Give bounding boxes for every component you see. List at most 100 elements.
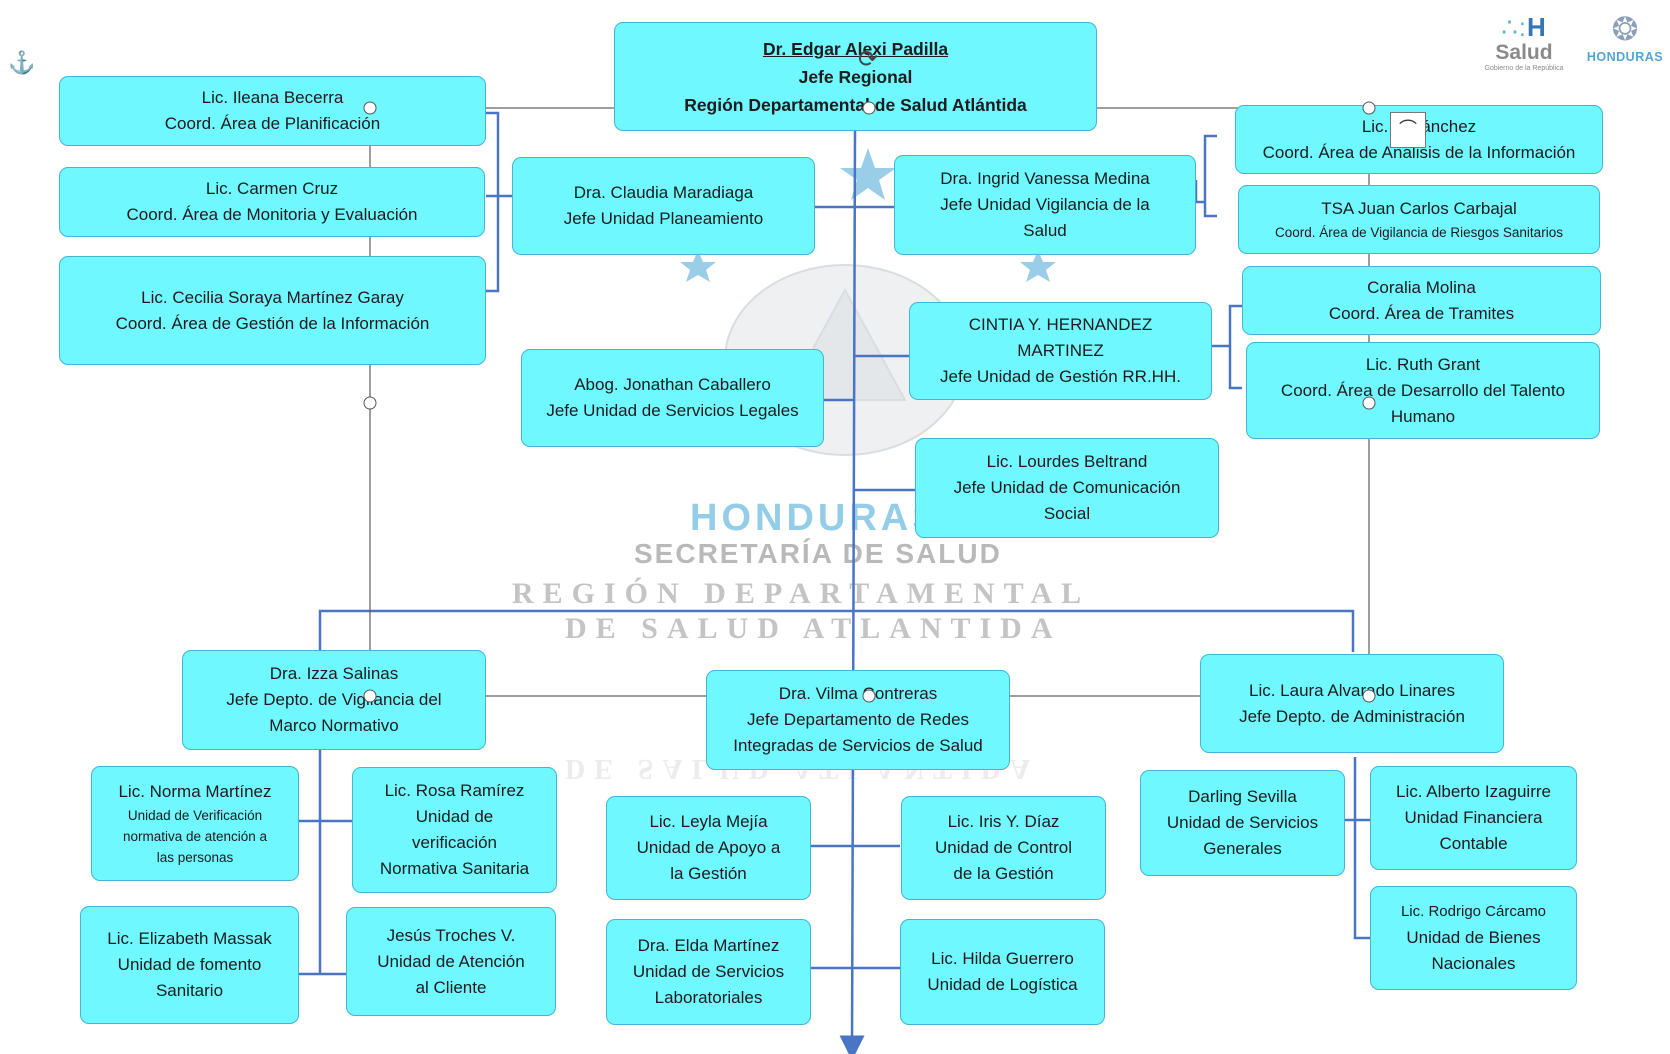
resize-handle-right[interactable] bbox=[1362, 396, 1376, 410]
elda-box[interactable]: Dra. Elda Martínez Unidad de Servicios L… bbox=[606, 919, 811, 1025]
riesgos-role: Coord. Área de Vigilancia de Riesgos San… bbox=[1275, 225, 1563, 240]
monitoria-name: Lic. Carmen Cruz bbox=[205, 179, 339, 198]
watermark-line1: HONDURAS bbox=[690, 497, 942, 539]
riesgos-box[interactable]: TSA Juan Carlos Carbajal Coord. Área de … bbox=[1238, 185, 1600, 254]
jesus-box[interactable]: Jesús Troches V. Unidad de Atención al C… bbox=[346, 907, 556, 1016]
rosa-name: Lic. Rosa Ramírez bbox=[384, 781, 525, 800]
alberto-name: Lic. Alberto Izaguirre bbox=[1396, 782, 1551, 801]
jesus-role2: al Cliente bbox=[415, 977, 487, 997]
hilda-name: Lic. Hilda Guerrero bbox=[931, 949, 1074, 968]
monitoria-box[interactable]: Lic. Carmen Cruz Coord. Área de Monitori… bbox=[59, 167, 485, 237]
marco-role: Jefe Depto. de Vigilancia del bbox=[226, 690, 442, 709]
planeamiento-bracket bbox=[486, 111, 513, 293]
administracion-role: Jefe Depto. de Administración bbox=[1239, 706, 1465, 726]
talento-name: Lic. Ruth Grant bbox=[1365, 354, 1481, 374]
redes-role2: Integradas de Servicios de Salud bbox=[733, 736, 983, 755]
planeamiento-box[interactable]: Dra. Claudia Maradiaga Jefe Unidad Plane… bbox=[512, 157, 815, 255]
director-box[interactable]: Dr. Edgar Alexi Padilla Jefe Regional Re… bbox=[614, 22, 1097, 131]
planeamiento-role: Jefe Unidad Planeamiento bbox=[563, 209, 764, 228]
rosa-role: Unidad de bbox=[415, 807, 494, 826]
monitoria-role: Coord. Área de Monitoria y Evaluación bbox=[126, 205, 418, 224]
leyla-role: Unidad de Apoyo a bbox=[636, 838, 781, 857]
main-trunk-line bbox=[839, 129, 865, 1054]
tramites-name: Coralia Molina bbox=[1367, 277, 1476, 297]
resize-handle-bottom-right[interactable] bbox=[1362, 689, 1376, 703]
rosa-box[interactable]: Lic. Rosa Ramírez Unidad de verificación… bbox=[352, 767, 557, 893]
gestion-info-name: Lic. Cecilia Soraya Martínez Garay bbox=[141, 287, 404, 307]
redes-branch bbox=[811, 844, 900, 970]
norma-role2: normativa de atención a bbox=[122, 829, 268, 844]
talento-box[interactable]: Lic. Ruth Grant Coord. Área de Desarroll… bbox=[1246, 342, 1600, 439]
norma-role3: las personas bbox=[156, 850, 234, 865]
administracion-box[interactable]: Lic. Laura Alvarado Linares Jefe Depto. … bbox=[1200, 654, 1504, 753]
elizabeth-name: Lic. Elizabeth Massak bbox=[107, 929, 272, 948]
darling-role2: Generales bbox=[1203, 839, 1282, 858]
watermark-line3: REGIÓN DEPARTAMENTAL bbox=[512, 577, 1090, 610]
rrhh-name2: MARTINEZ bbox=[1017, 341, 1104, 360]
anchor-icon[interactable]: ⚓ bbox=[8, 50, 36, 75]
leyla-box[interactable]: Lic. Leyla Mejía Unidad de Apoyo a la Ge… bbox=[606, 796, 811, 900]
elda-name: Dra. Elda Martínez bbox=[637, 936, 780, 955]
rosa-role2: verificación bbox=[411, 833, 498, 852]
legales-name: Abog. Jonathan Caballero bbox=[574, 375, 771, 394]
alberto-role: Unidad Financiera bbox=[1404, 808, 1543, 827]
rrhh-role: Jefe Unidad de Gestión RR.HH. bbox=[940, 367, 1181, 386]
legales-role: Jefe Unidad de Servicios Legales bbox=[546, 401, 799, 420]
marco-role2: Marco Normativo bbox=[269, 716, 399, 735]
marco-branch bbox=[298, 750, 352, 976]
vigilancia-name: Dra. Ingrid Vanessa Medina bbox=[940, 169, 1150, 188]
gestion-info-role: Coord. Área de Gestión de la Información bbox=[115, 313, 430, 333]
resize-handle-bottom[interactable] bbox=[862, 689, 876, 703]
watermark-line4: DE SALUD ATLANTIDA bbox=[565, 612, 1062, 645]
vigilancia-box[interactable]: Dra. Ingrid Vanessa Medina Jefe Unidad V… bbox=[894, 155, 1196, 255]
jesus-role: Unidad de Atención bbox=[377, 951, 525, 971]
rodrigo-name: Lic. Rodrigo Cárcamo bbox=[1400, 903, 1547, 920]
comunicacion-box[interactable]: Lic. Lourdes Beltrand Jefe Unidad de Com… bbox=[915, 438, 1219, 538]
analisis-role: Coord. Área de Análisis de la Informació… bbox=[1262, 142, 1576, 162]
resize-handle-top[interactable] bbox=[862, 101, 876, 115]
talento-role: Coord. Área de Desarrollo del Talento bbox=[1280, 380, 1566, 400]
iris-role: Unidad de Control bbox=[934, 838, 1073, 857]
rodrigo-box[interactable]: Lic. Rodrigo Cárcamo Unidad de Bienes Na… bbox=[1370, 886, 1577, 990]
rodrigo-role2: Nacionales bbox=[1431, 954, 1516, 973]
vigilancia-role2: Salud bbox=[1023, 221, 1067, 240]
elizabeth-box[interactable]: Lic. Elizabeth Massak Unidad de fomento … bbox=[80, 906, 299, 1024]
iris-name: Lic. Iris Y. Díaz bbox=[947, 812, 1060, 831]
resize-handle-top-left[interactable] bbox=[363, 101, 377, 115]
darling-box[interactable]: Darling Sevilla Unidad de Servicios Gene… bbox=[1140, 770, 1345, 876]
director-area: Región Departamental de Salud Atlántida bbox=[684, 94, 1027, 115]
resize-handle-bottom-left[interactable] bbox=[363, 689, 377, 703]
resize-handle-left[interactable] bbox=[363, 396, 377, 410]
rrhh-name: CINTIA Y. HERNANDEZ bbox=[968, 315, 1153, 334]
resize-handle-top-right[interactable] bbox=[1362, 101, 1376, 115]
watermark-line2: SECRETARÍA DE SALUD bbox=[634, 538, 1002, 569]
redes-box[interactable]: Dra. Vilma Contreras Jefe Departamento d… bbox=[706, 670, 1010, 770]
administracion-branch bbox=[1345, 757, 1371, 940]
layout-options-icon[interactable]: ⌒ bbox=[1390, 112, 1426, 148]
vigilancia-role: Jefe Unidad Vigilancia de la bbox=[940, 195, 1150, 214]
leyla-name: Lic. Leyla Mejía bbox=[649, 812, 768, 831]
talento-role2: Humano bbox=[1390, 406, 1456, 426]
redes-name: Dra. Vilma Contreras bbox=[778, 684, 938, 703]
norma-role: Unidad de Verificación bbox=[127, 808, 263, 823]
tramites-box[interactable]: Coralia Molina Coord. Área de Tramites bbox=[1242, 266, 1601, 335]
planificacion-box[interactable]: Lic. Ileana Becerra Coord. Área de Plani… bbox=[59, 76, 486, 146]
darling-role: Unidad de Servicios bbox=[1166, 813, 1319, 832]
marco-box[interactable]: Dra. Izza Salinas Jefe Depto. de Vigilan… bbox=[182, 650, 486, 750]
rodrigo-role: Unidad de Bienes bbox=[1406, 928, 1541, 947]
rotate-handle-icon[interactable]: ⟳ bbox=[858, 46, 879, 73]
riesgos-name: TSA Juan Carlos Carbajal bbox=[1321, 199, 1517, 218]
darling-name: Darling Sevilla bbox=[1188, 787, 1297, 806]
rrhh-box[interactable]: CINTIA Y. HERNANDEZ MARTINEZ Jefe Unidad… bbox=[909, 302, 1212, 400]
iris-box[interactable]: Lic. Iris Y. Díaz Unidad de Control de l… bbox=[901, 796, 1106, 900]
norma-box[interactable]: Lic. Norma Martínez Unidad de Verificaci… bbox=[91, 766, 299, 881]
norma-name: Lic. Norma Martínez bbox=[118, 782, 272, 801]
elda-role: Unidad de Servicios bbox=[632, 962, 785, 981]
hilda-box[interactable]: Lic. Hilda Guerrero Unidad de Logística bbox=[900, 919, 1105, 1025]
gestion-info-box[interactable]: Lic. Cecilia Soraya Martínez Garay Coord… bbox=[59, 256, 486, 365]
iris-role2: de la Gestión bbox=[953, 864, 1054, 883]
salud-logo-icon: ∴:H bbox=[1501, 12, 1547, 42]
alberto-box[interactable]: Lic. Alberto Izaguirre Unidad Financiera… bbox=[1370, 766, 1577, 870]
director-name: Dr. Edgar Alexi Padilla bbox=[762, 38, 949, 59]
legales-box[interactable]: Abog. Jonathan Caballero Jefe Unidad de … bbox=[521, 349, 824, 447]
